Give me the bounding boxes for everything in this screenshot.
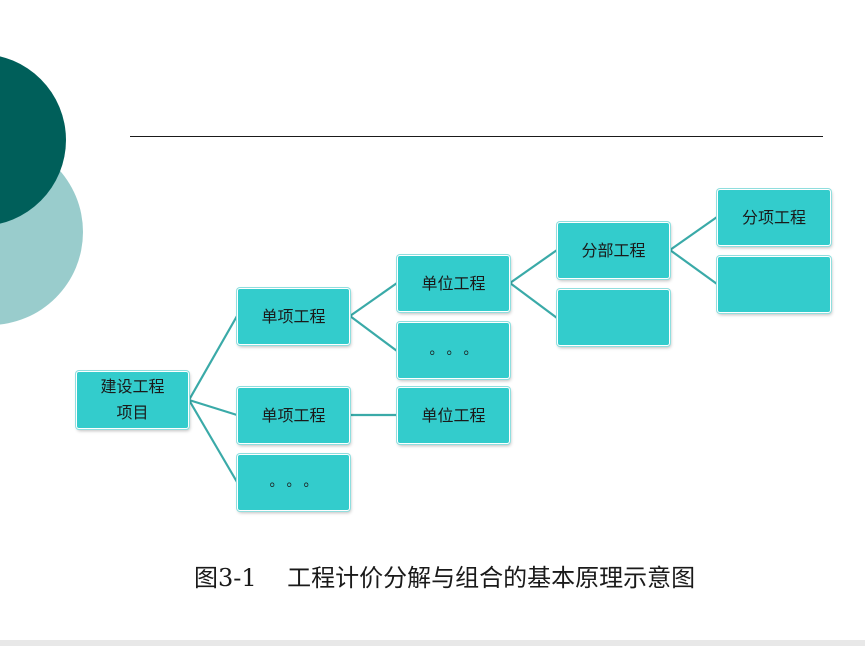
figure-caption: 图3-1 工程计价分解与组合的基本原理示意图	[194, 558, 814, 598]
node-subitem-1: 分项工程	[717, 189, 831, 246]
link-unit1-division1	[509, 249, 558, 284]
node-single-item-1: 单项工程	[237, 288, 350, 345]
bottom-bar	[0, 640, 865, 646]
node-subitem-2	[717, 256, 831, 313]
caption-label: 图3-1	[194, 564, 257, 592]
node-division-2	[557, 289, 670, 346]
node-single-item-ellipsis: 。。。	[237, 454, 350, 511]
title-divider	[130, 136, 823, 137]
link-item1-unit1	[349, 282, 398, 317]
node-unit-2: 单位工程	[397, 387, 510, 444]
node-single-item-2: 单项工程	[237, 387, 350, 444]
link-project-item1	[188, 315, 238, 401]
node-construction-project: 建设工程 项目	[76, 371, 189, 429]
node-unit-1: 单位工程	[397, 255, 510, 312]
caption-text: 工程计价分解与组合的基本原理示意图	[287, 564, 696, 592]
decorative-circles	[0, 56, 83, 325]
node-unit-ellipsis: 。。。	[397, 322, 510, 379]
link-unit1-division2	[509, 282, 558, 319]
link-division1-subitem2	[669, 249, 718, 285]
link-project-item2	[188, 398, 238, 417]
link-item1-unitellipsis	[349, 315, 398, 352]
node-division-1: 分部工程	[557, 222, 670, 279]
dark-circle	[0, 56, 66, 224]
link-division1-subitem1	[669, 216, 718, 251]
link-project-itemellipsis	[188, 399, 238, 483]
